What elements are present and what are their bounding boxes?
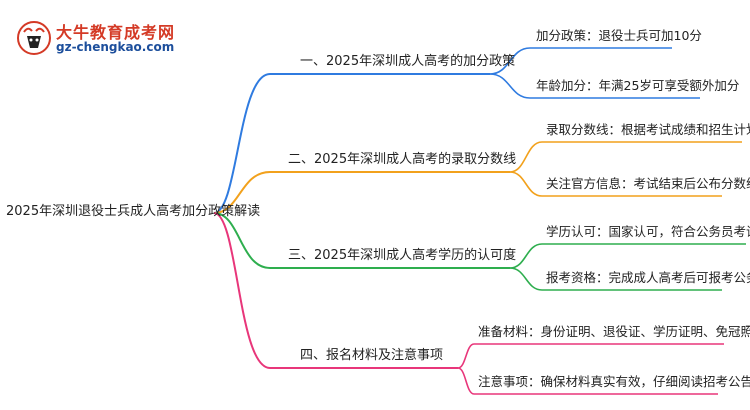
branch-2-leaf-1: 录取分数线：根据考试成绩和招生计划 <box>546 122 750 137</box>
connector-branch-4-leaf-1 <box>457 343 724 369</box>
connector-root-branch-4 <box>213 212 458 369</box>
branch-4-leaf-1: 准备材料：身份证明、退役证、学历证明、免冠照片 <box>478 324 750 339</box>
connector-root-branch-2 <box>213 171 510 214</box>
connector-branch-3-leaf-2 <box>509 267 722 291</box>
branch-2-label: 二、2025年深圳成人高考的录取分数线 <box>288 152 517 167</box>
branch-1-label: 一、2025年深圳成人高考的加分政策 <box>300 54 516 69</box>
branch-3-label: 三、2025年深圳成人高考学历的认可度 <box>288 248 517 263</box>
connector-branch-1-leaf-1 <box>489 47 672 75</box>
branch-1-leaf-1: 加分政策：退役士兵可加10分 <box>536 28 702 43</box>
root-topic: 2025年深圳退役士兵成人高考加分政策解读 <box>6 204 261 219</box>
connector-branch-2-leaf-1 <box>509 141 742 173</box>
connector-branch-1-leaf-2 <box>489 73 700 99</box>
branch-1-leaf-2: 年龄加分：年满25岁可享受额外加分 <box>536 78 740 93</box>
branch-3-leaf-1: 学历认可：国家认可，符合公务员考试要求 <box>546 224 750 239</box>
connector-branch-2-leaf-2 <box>509 171 722 197</box>
connector-branch-4-leaf-2 <box>457 367 718 395</box>
branch-3-leaf-2: 报考资格：完成成人高考后可报考公务员 <box>546 270 750 285</box>
branch-4-leaf-2: 注意事项：确保材料真实有效，仔细阅读招考公告 <box>478 374 750 389</box>
connector-root-branch-3 <box>213 212 510 269</box>
branch-2-leaf-2: 关注官方信息：考试结束后公布分数线 <box>546 176 750 191</box>
connector-branch-3-leaf-1 <box>509 243 746 269</box>
logo-title: 大牛教育成考网 <box>56 23 176 42</box>
branch-4-label: 四、报名材料及注意事项 <box>300 348 444 363</box>
site-logo[interactable]: 大牛教育成考网 gz-chengkao.com <box>8 14 208 60</box>
bull-logo-icon <box>17 21 51 55</box>
connector-root-branch-1 <box>213 73 490 214</box>
logo-url: gz-chengkao.com <box>56 40 175 54</box>
